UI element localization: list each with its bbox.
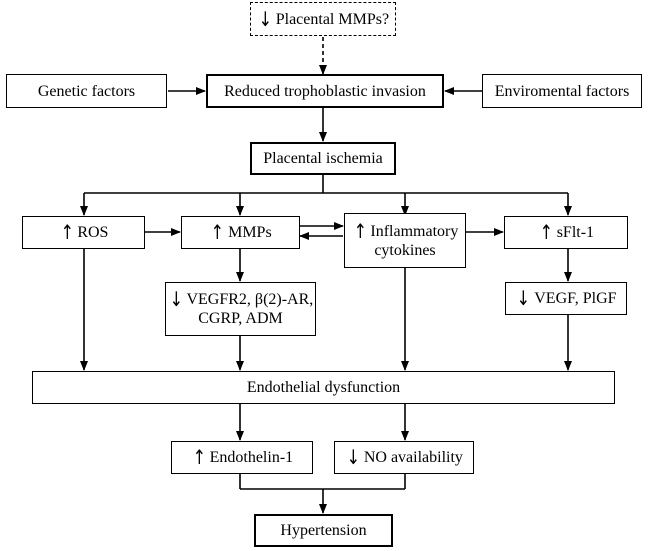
hypertension-label: Hypertension xyxy=(280,522,367,539)
placental-ischemia-label: Placental ischemia xyxy=(263,150,383,167)
vegf-plgf-label: VEGF, PlGF xyxy=(534,290,617,307)
up-arrow-icon: ↑ xyxy=(353,218,367,243)
genetic-factors-label: Genetic factors xyxy=(37,82,136,100)
placental-ischemia-box: Placental ischemia xyxy=(250,142,396,175)
up-arrow-icon: ↑ xyxy=(539,220,554,244)
vegf-plgf-box: ↓VEGF, PlGF xyxy=(505,282,627,315)
cgrp-adm-label: CGRP, ADM xyxy=(198,310,283,327)
sflt1-box: ↑sFlt-1 xyxy=(504,216,628,249)
mmps-label: MMPs xyxy=(228,224,272,241)
environmental-factors-label: Enviromental factors xyxy=(494,82,630,100)
no-availability-box: ↓NO availability xyxy=(334,441,474,474)
placental-mmps-label: Placental MMPs? xyxy=(275,10,390,28)
mmps-box: ↑MMPs xyxy=(181,216,300,249)
placental-mmps-box: ↓Placental MMPs? xyxy=(250,2,396,36)
endothelin1-label: Endothelin-1 xyxy=(209,449,294,466)
up-arrow-icon: ↑ xyxy=(211,220,225,244)
no-availability-label: NO availability xyxy=(363,449,463,466)
reduced-invasion-box: Reduced trophoblastic invasion xyxy=(206,74,444,108)
ros-box: ↑ROS xyxy=(22,216,145,249)
environmental-factors-box: Enviromental factors xyxy=(482,74,642,108)
ros-label: ROS xyxy=(77,224,109,241)
reduced-invasion-label: Reduced trophoblastic invasion xyxy=(224,82,426,100)
endothelial-dysfunction-label: Endothelial dysfunction xyxy=(246,379,401,396)
endothelin1-box: ↑Endothelin-1 xyxy=(171,441,313,474)
genetic-factors-box: Genetic factors xyxy=(6,74,167,108)
endothelial-dysfunction-box: Endothelial dysfunction xyxy=(32,371,615,404)
sflt1-label: sFlt-1 xyxy=(556,224,595,241)
down-arrow-icon: ↓ xyxy=(346,445,361,469)
down-arrow-icon: ↓ xyxy=(258,6,273,31)
inflammatory-label: Inflammatory xyxy=(370,222,459,240)
inflammatory-cytokines-box: ↑Inflammatory cytokines xyxy=(344,213,466,268)
hypertension-box: Hypertension xyxy=(254,514,393,547)
cytokines-label: cytokines xyxy=(374,241,436,259)
vegfr2-label: VEGFR2, β(2)-AR, xyxy=(186,291,314,308)
down-arrow-icon: ↓ xyxy=(169,287,183,311)
vegfr2-box: ↓VEGFR2, β(2)-AR, CGRP, ADM xyxy=(165,282,316,336)
up-arrow-icon: ↑ xyxy=(192,445,206,469)
up-arrow-icon: ↑ xyxy=(60,220,74,244)
down-arrow-icon: ↓ xyxy=(517,286,531,310)
